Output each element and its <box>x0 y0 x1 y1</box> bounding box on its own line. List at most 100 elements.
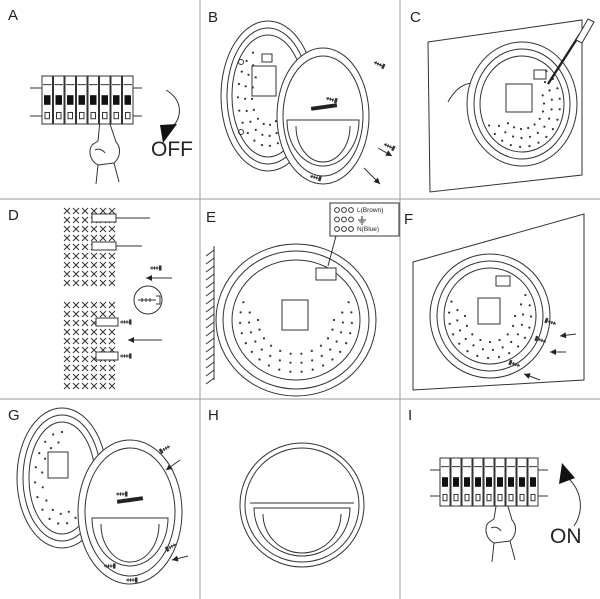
led-dot <box>528 304 531 307</box>
wall-hatch-line <box>205 361 215 369</box>
wall-plug <box>91 213 117 223</box>
breaker-terminal <box>530 493 536 502</box>
screw-thread <box>120 320 129 324</box>
terminal-screw <box>334 226 340 232</box>
masonry-mark <box>108 337 116 345</box>
screw-head <box>159 265 162 271</box>
led-dot <box>268 123 272 126</box>
led-dot <box>260 143 264 147</box>
masonry-mark <box>90 234 98 242</box>
masonry-mark <box>90 382 98 390</box>
screw-thread <box>511 361 521 367</box>
terminal-callout: L(Brown) N(Blue) <box>329 202 400 237</box>
led-dot <box>239 311 242 314</box>
led-dot <box>249 120 252 123</box>
masonry-mark <box>99 270 107 278</box>
screw-icon <box>544 317 557 325</box>
led-dot <box>541 94 544 97</box>
led-dot <box>247 73 250 76</box>
masonry-mark <box>90 373 98 381</box>
screw-head <box>129 353 132 359</box>
masonry-mark <box>99 252 107 260</box>
led-dot <box>60 430 64 434</box>
led-dot <box>538 117 541 120</box>
led-dot <box>488 124 491 127</box>
led-dot <box>498 338 501 342</box>
masonry-mark <box>90 337 98 345</box>
led-dot <box>270 344 273 347</box>
breaker-terminal <box>486 493 492 502</box>
led-dot <box>244 97 247 100</box>
panel-h-finished <box>239 442 365 568</box>
panel-label-e: E <box>206 209 216 226</box>
led-dot <box>267 364 270 367</box>
terminal-screw <box>334 207 340 213</box>
fixture-cover <box>276 47 370 185</box>
led-dot <box>512 126 516 129</box>
masonry-mark <box>63 364 71 372</box>
mounting-hole <box>238 59 244 65</box>
terminal-screw <box>348 226 354 232</box>
led-dot <box>44 440 47 443</box>
panel-label-a: A <box>8 7 18 24</box>
panel-label-g: G <box>8 407 20 424</box>
masonry-mark <box>99 337 107 345</box>
masonry-mark <box>81 279 89 287</box>
masonry-mark <box>99 364 107 372</box>
breaker-terminal <box>475 493 481 502</box>
led-dot <box>268 134 271 137</box>
led-dot <box>528 145 531 148</box>
led-dot <box>501 139 504 142</box>
led-dot <box>548 89 551 92</box>
hand-wrist <box>94 148 120 185</box>
led-dot <box>326 337 330 340</box>
led-dot <box>269 354 272 357</box>
masonry-mark <box>99 207 107 215</box>
control-gear <box>505 83 533 113</box>
screw-thread <box>309 174 319 180</box>
masonry-mark <box>90 364 98 372</box>
control-gear <box>251 65 277 97</box>
screw-icon <box>325 96 338 104</box>
panel-d-wall-plugs <box>63 207 172 390</box>
led-dot <box>52 433 55 436</box>
masonry-mark <box>90 328 98 336</box>
cover-diffuser-edge <box>100 523 160 563</box>
led-dot <box>300 361 303 364</box>
breaker-terminal <box>442 493 448 502</box>
led-dot <box>34 481 37 484</box>
terminal-block <box>315 267 337 281</box>
led-dot <box>332 318 336 322</box>
base-inner-rim <box>473 48 571 160</box>
breaker-toggle <box>78 95 85 105</box>
panel-label-h: H <box>208 407 219 424</box>
screw-head <box>113 563 116 569</box>
led-dot <box>513 314 517 318</box>
arrow-head-icon <box>166 464 173 470</box>
led-dot <box>519 127 523 131</box>
led-dot <box>466 350 469 353</box>
led-dot <box>551 128 555 131</box>
masonry-mark <box>108 270 116 278</box>
led-dot <box>237 82 240 86</box>
wall-hatch-line <box>205 345 215 353</box>
masonry-mark <box>72 270 80 278</box>
screw-thread <box>537 337 547 343</box>
control-gear <box>281 299 309 331</box>
wall-hatch-line <box>205 313 215 321</box>
led-dot <box>519 145 522 148</box>
masonry-mark <box>63 328 71 336</box>
fixture-base <box>466 41 578 167</box>
panel-e-wiring: L(Brown) N(Blue) <box>205 202 400 397</box>
arrow-head-icon <box>550 349 556 355</box>
screw-head <box>164 546 170 553</box>
base-tray <box>479 55 565 153</box>
masonry-mark <box>72 328 80 336</box>
screw-head <box>129 319 132 325</box>
led-dot <box>497 355 501 359</box>
terminal-screw <box>341 226 347 232</box>
led-dot <box>493 132 496 136</box>
off-label: OFF <box>151 138 193 161</box>
led-dot <box>256 318 260 322</box>
wall-hatch-line <box>205 377 215 385</box>
